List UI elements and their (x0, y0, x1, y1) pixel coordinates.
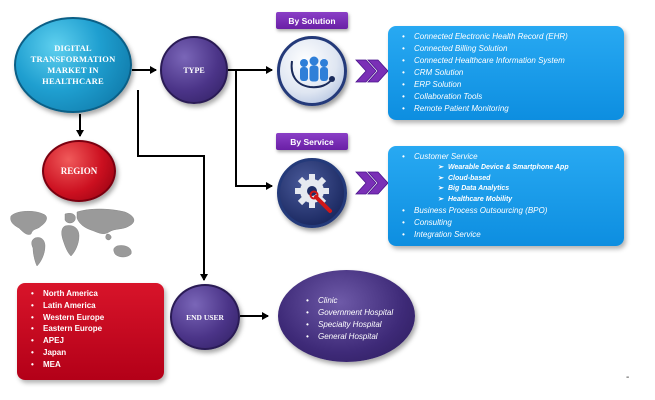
end-user-list-box: ClinicGovernment HospitalSpecialty Hospi… (278, 270, 415, 362)
list-item: Cloud-based (438, 174, 612, 185)
main-topic-node: DIGITAL TRANSFORMATION MARKET IN HEALTHC… (14, 17, 132, 113)
type-node: TYPE (160, 36, 228, 104)
list-item: Western Europe (31, 312, 154, 324)
arrow-type-to-service (235, 70, 273, 190)
list-item: General Hospital (306, 331, 405, 343)
region-list-box: North AmericaLatin AmericaWestern Europe… (17, 283, 164, 380)
list-item: MEA (31, 359, 154, 371)
by-solution-label: By Solution (288, 15, 336, 26)
by-service-list-box: Customer Service Wearable Device & Smart… (388, 146, 624, 246)
by-solution-list: Connected Electronic Health Record (EHR)… (402, 31, 612, 115)
list-item: Specialty Hospital (306, 319, 405, 331)
type-label: TYPE (183, 65, 205, 75)
region-list: North AmericaLatin AmericaWestern Europe… (31, 288, 154, 371)
list-item: ERP Solution (402, 79, 612, 91)
arrow-main-to-enduser (137, 90, 208, 281)
list-item: Business Process Outsourcing (BPO) (402, 205, 612, 217)
list-item: Consulting (402, 217, 612, 229)
list-item: Connected Billing Solution (402, 43, 612, 55)
end-user-node: END USER (170, 284, 240, 350)
list-item: Big Data Analytics (438, 184, 612, 195)
by-service-label: By Service (290, 136, 334, 147)
list-item: Government Hospital (306, 307, 405, 319)
list-item: Collaboration Tools (402, 91, 612, 103)
customer-service-label: Customer Service (414, 152, 478, 161)
list-item: Latin America (31, 300, 154, 312)
region-node: REGION (42, 140, 116, 202)
region-label: REGION (60, 166, 98, 176)
end-user-list: ClinicGovernment HospitalSpecialty Hospi… (306, 295, 405, 343)
list-item: APEJ (31, 335, 154, 347)
list-item: Japan (31, 347, 154, 359)
gear-wrench-icon (277, 158, 347, 228)
list-item: Healthcare Mobility (438, 195, 612, 206)
by-service-other-list: Business Process Outsourcing (BPO)Consul… (402, 205, 612, 241)
by-service-list: Customer Service Wearable Device & Smart… (402, 151, 612, 205)
customer-service-sub-list: Wearable Device & Smartphone AppCloud-ba… (414, 163, 612, 205)
list-item: Clinic (306, 295, 405, 307)
list-item: CRM Solution (402, 67, 612, 79)
list-item: North America (31, 288, 154, 300)
list-item: Connected Healthcare Information System (402, 55, 612, 67)
chevron-solution-icon (355, 59, 389, 83)
main-topic-label: DIGITAL TRANSFORMATION MARKET IN HEALTHC… (30, 43, 116, 86)
end-user-label: END USER (186, 312, 224, 322)
by-solution-list-box: Connected Electronic Health Record (EHR)… (388, 26, 624, 120)
world-map-icon (10, 208, 135, 267)
list-item: Integration Service (402, 229, 612, 241)
footer-mark: - (626, 372, 630, 383)
list-item: Eastern Europe (31, 323, 154, 335)
list-item: Customer Service Wearable Device & Smart… (402, 151, 612, 205)
list-item: Connected Electronic Health Record (EHR) (402, 31, 612, 43)
stethoscope-people-icon (277, 36, 347, 106)
by-service-tag: By Service (276, 133, 348, 150)
by-solution-tag: By Solution (276, 12, 348, 29)
chevron-service-icon (355, 171, 389, 195)
list-item: Wearable Device & Smartphone App (438, 163, 612, 174)
list-item: Remote Patient Monitoring (402, 103, 612, 115)
